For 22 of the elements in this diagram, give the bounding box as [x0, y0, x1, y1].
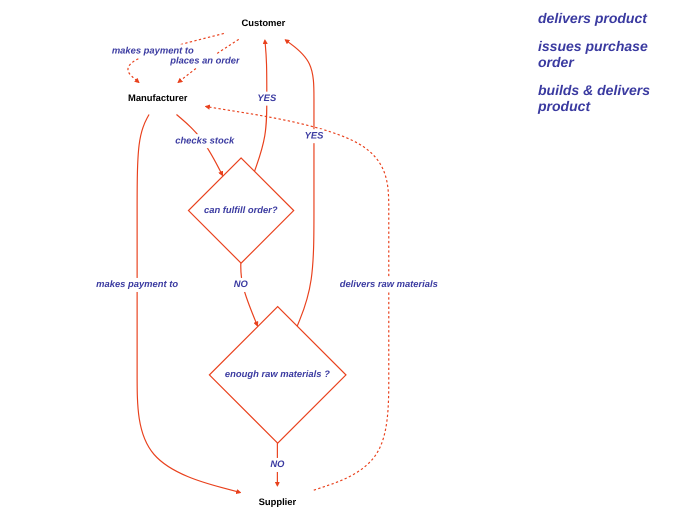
note-text: delivers product — [538, 10, 648, 26]
arrow — [274, 443, 280, 487]
arrow — [284, 39, 315, 327]
edge-label: NO — [234, 280, 248, 290]
arrow — [240, 263, 258, 327]
edge-label: places an order — [170, 56, 240, 66]
edge-label: YES — [304, 130, 324, 141]
arrow — [254, 39, 268, 172]
arrow — [204, 104, 390, 491]
note-text: builds & delivers product — [538, 82, 652, 114]
edge-label: delivers raw materials — [340, 280, 438, 290]
node-text: Manufacturer — [128, 93, 188, 104]
edge-label: checks stock — [175, 136, 234, 146]
node-text: Customer — [241, 18, 286, 28]
node-text: Supplier — [258, 497, 296, 508]
note-text: issues purchase order — [538, 38, 649, 70]
node-diamond: enough raw materials ? — [208, 306, 347, 444]
edge-label: YES — [257, 93, 276, 104]
node-diamond: can fulfill order? — [188, 157, 295, 264]
edge-label: NO — [270, 460, 284, 470]
edge-label: makes payment to — [96, 280, 178, 290]
edge-label: makes payment to — [112, 46, 194, 56]
